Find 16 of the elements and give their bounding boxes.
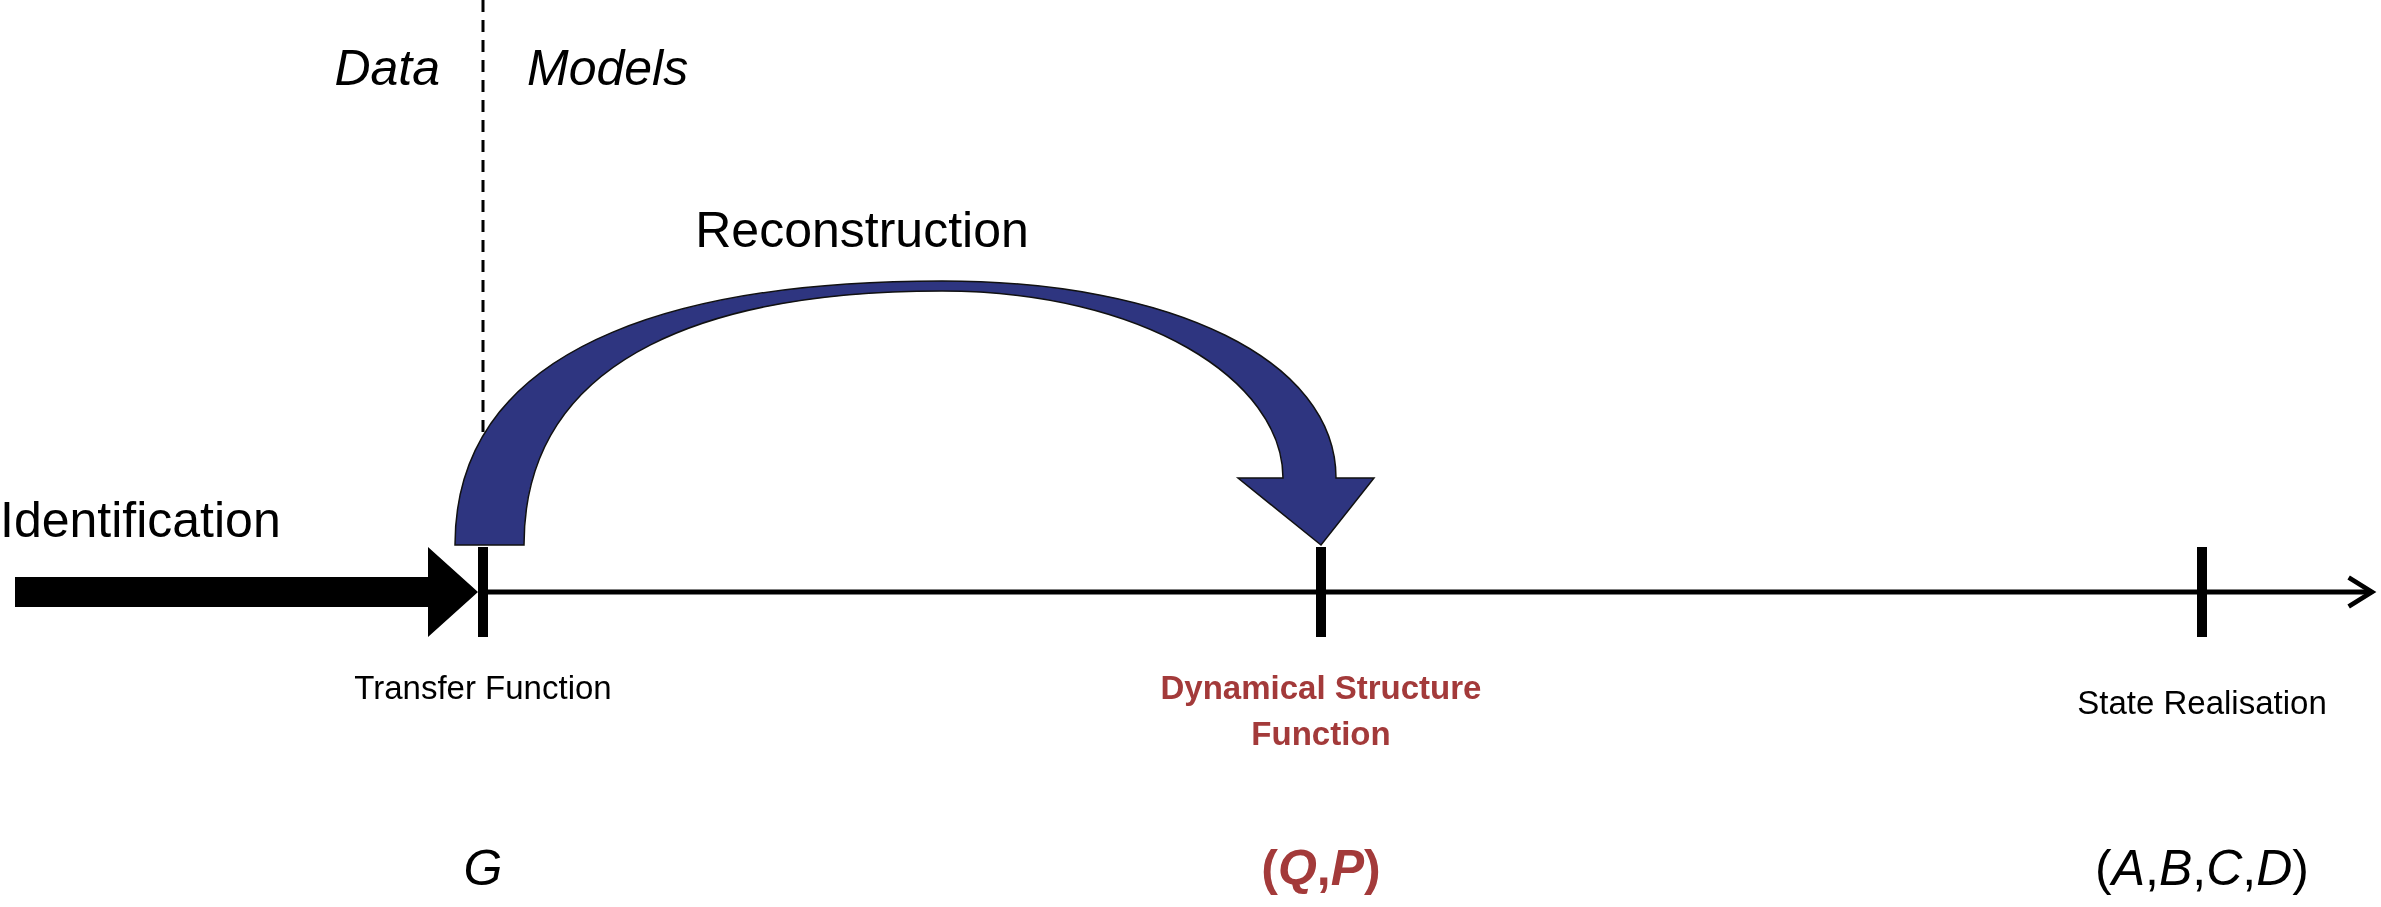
math-symbol: G [462, 845, 504, 891]
axis-label: State Realisation [2076, 683, 2328, 723]
axis-label: Transfer Function [353, 668, 613, 708]
axis-label: Dynamical Structure Function [1159, 668, 1483, 754]
region-label: Models [527, 39, 689, 98]
tick-mark [1316, 547, 1326, 637]
arrow [2207, 575, 2375, 609]
curved-arrow [454, 280, 1375, 546]
timeline-line [1326, 589, 2197, 595]
tick-mark [2197, 547, 2207, 637]
region-label: Data [334, 39, 440, 98]
block-arrow [15, 547, 478, 637]
tick-mark [478, 547, 488, 637]
edge-label: Identification [0, 491, 281, 550]
edge-label: Reconstruction [695, 201, 1029, 260]
timeline-line [488, 589, 1316, 595]
